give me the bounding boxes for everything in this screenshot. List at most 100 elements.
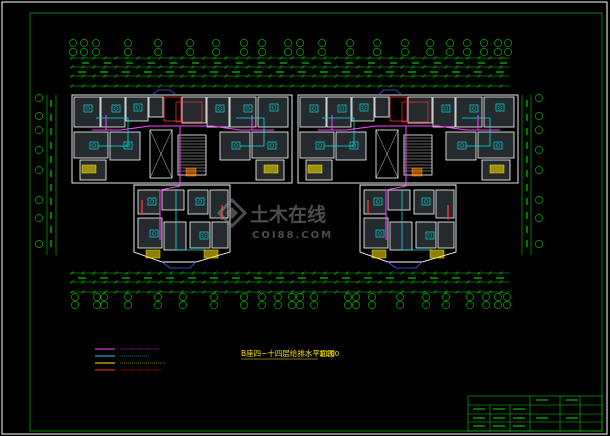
dimension-tick	[345, 65, 349, 69]
label-tag	[371, 249, 387, 259]
fixture	[89, 141, 99, 150]
dimension-tick	[356, 65, 360, 69]
dimension-tick	[114, 280, 118, 284]
dimension-tick	[301, 271, 305, 275]
axis-bubble	[100, 293, 108, 301]
drawing-title-text: B座四~十四层给排水平面图	[241, 348, 335, 358]
dimension-tick	[257, 84, 261, 88]
dimension-tick	[433, 56, 437, 60]
axis-bubble	[482, 301, 490, 309]
dimension-tick	[400, 271, 404, 275]
dimension-tick	[455, 271, 459, 275]
fixture	[337, 104, 347, 113]
dimension-tick	[191, 84, 195, 88]
dimension-tick	[235, 74, 239, 78]
fixture	[469, 104, 479, 113]
axis-bubble	[318, 48, 326, 56]
legend-line-swatch	[95, 348, 115, 371]
fixture-drain	[311, 106, 317, 111]
axis-bubble	[344, 301, 352, 309]
dimension-tick	[477, 56, 481, 60]
axis-bubble	[154, 48, 162, 56]
dimension-tick	[411, 280, 415, 284]
dimension-tick	[257, 65, 261, 69]
dimension-tick	[356, 280, 360, 284]
dimension-tick	[70, 56, 74, 60]
room	[413, 189, 435, 215]
dimension-tick	[92, 290, 96, 294]
dimension-tick	[411, 56, 415, 60]
dimension-tick	[433, 271, 437, 275]
axis-bubble	[124, 293, 132, 301]
dimension-tick	[257, 280, 261, 284]
floor-plan-left-block	[71, 89, 293, 269]
axis-bubble	[373, 39, 381, 47]
fixture	[231, 141, 241, 150]
dimension-tick	[433, 84, 437, 88]
axis-bubble	[186, 39, 194, 47]
fixture-drain	[317, 143, 323, 148]
fixture-drain	[423, 199, 429, 204]
axis-bubble	[124, 39, 132, 47]
label-tag	[263, 164, 279, 174]
axis-bubble	[503, 301, 511, 309]
dimension-tick	[103, 65, 107, 69]
dimension-tick	[455, 290, 459, 294]
dimension-tick	[455, 280, 459, 284]
dimension-tick	[180, 271, 184, 275]
fixture-drain	[375, 199, 381, 204]
dimension-tick	[268, 271, 272, 275]
dimension-tick	[224, 84, 228, 88]
dimension-tick	[444, 84, 448, 88]
fixture-drain	[245, 106, 251, 111]
dimension-tick	[114, 290, 118, 294]
dimension-tick	[477, 65, 481, 69]
dimension-tick	[169, 280, 173, 284]
axis-bubble	[535, 240, 543, 248]
dimension-tick	[378, 84, 382, 88]
dimension-tick	[400, 65, 404, 69]
room	[148, 96, 164, 118]
room	[257, 96, 289, 128]
dimension-tick	[92, 84, 96, 88]
axis-bubble	[69, 48, 77, 56]
dimension-tick	[422, 271, 426, 275]
dimension-tick	[279, 290, 283, 294]
dimension-tick	[158, 74, 162, 78]
dimension-tick	[224, 65, 228, 69]
fixture	[309, 104, 319, 113]
axis-bubble	[442, 301, 450, 309]
dimension-tick	[290, 84, 294, 88]
dimension-tick	[268, 84, 272, 88]
dimension-tick	[334, 74, 338, 78]
dimension-tick	[411, 74, 415, 78]
axis-bubble	[71, 301, 79, 309]
fixture-drain	[377, 231, 383, 236]
supply-pipe	[92, 125, 274, 131]
axis-bubble	[504, 39, 512, 47]
dimension-tick	[125, 65, 129, 69]
axis-bubble	[401, 48, 409, 56]
stair-core	[389, 96, 408, 122]
axis-bubble	[92, 39, 100, 47]
dimension-tick	[169, 56, 173, 60]
axis-bubble	[494, 39, 502, 47]
axis-bubble	[482, 293, 490, 301]
dimension-tick	[268, 65, 272, 69]
dimension-tick	[345, 84, 349, 88]
dimension-tick	[345, 290, 349, 294]
axis-bubble	[442, 293, 450, 301]
axis-bubble	[258, 293, 266, 301]
axis-bubble	[100, 301, 108, 309]
dimension-tick	[422, 84, 426, 88]
axis-bubble	[288, 301, 296, 309]
room	[73, 131, 109, 159]
dimension-tick	[213, 290, 217, 294]
dimension-tick	[301, 74, 305, 78]
dimension-tick	[213, 280, 217, 284]
fixture	[147, 197, 157, 206]
dimension-tick	[389, 290, 393, 294]
axis-bubble	[240, 39, 248, 47]
room	[163, 221, 187, 251]
dimension-tick	[334, 271, 338, 275]
